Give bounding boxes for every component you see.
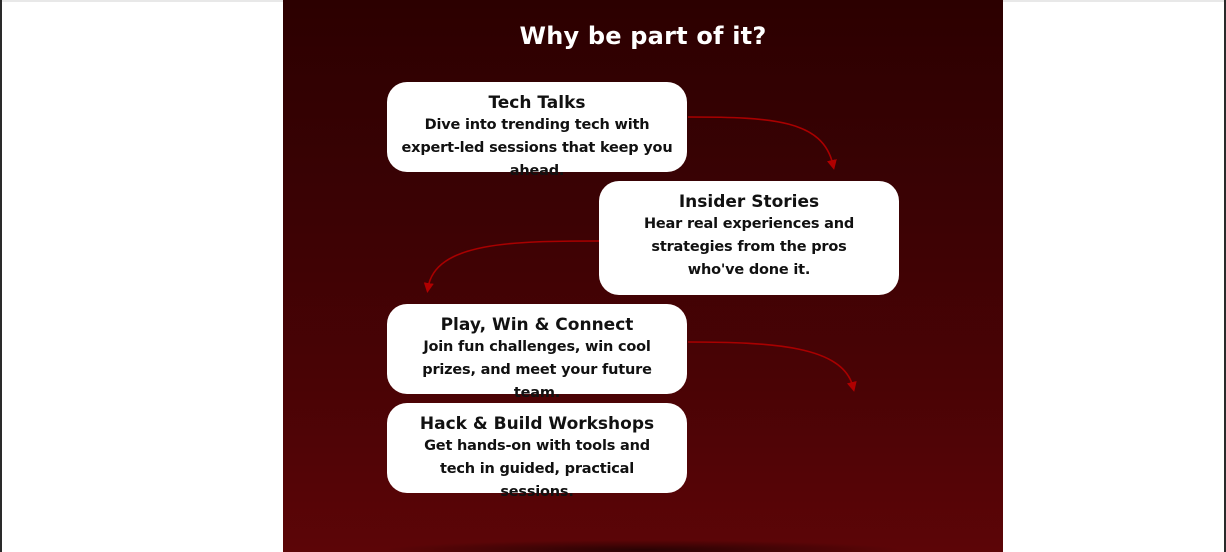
right-border: [1224, 0, 1226, 552]
card-title: Play, Win & Connect: [440, 315, 634, 335]
curved-arrow-icon: [687, 116, 837, 170]
card-description: Dive into trending tech with expert-led …: [401, 117, 673, 179]
curved-arrow-icon: [423, 240, 600, 293]
card-description: Join fun challenges, win cool prizes, an…: [422, 339, 652, 401]
why-join-section: Why be part of it? Tech Talks Dive into …: [283, 0, 1003, 552]
card-tech-talks: Tech Talks Dive into trending tech with …: [387, 82, 687, 179]
curved-arrow-icon: [687, 341, 857, 392]
left-border: [0, 0, 2, 552]
card-hack-build-workshops: Hack & Build Workshops Get hands-on with…: [387, 403, 687, 500]
card-title: Tech Talks: [488, 93, 586, 113]
card-insider-stories: Insider Stories Hear real experiences an…: [599, 181, 899, 295]
card-title: Hack & Build Workshops: [419, 414, 655, 434]
card-description: Hear real experiences and strategies fro…: [643, 216, 854, 278]
bottom-shadow: [383, 540, 903, 552]
section-title: Why be part of it?: [519, 22, 767, 50]
card-play-win-connect: Play, Win & Connect Join fun challenges,…: [387, 304, 687, 401]
card-title: Insider Stories: [678, 192, 820, 212]
card-description: Get hands-on with tools and tech in guid…: [424, 438, 650, 500]
